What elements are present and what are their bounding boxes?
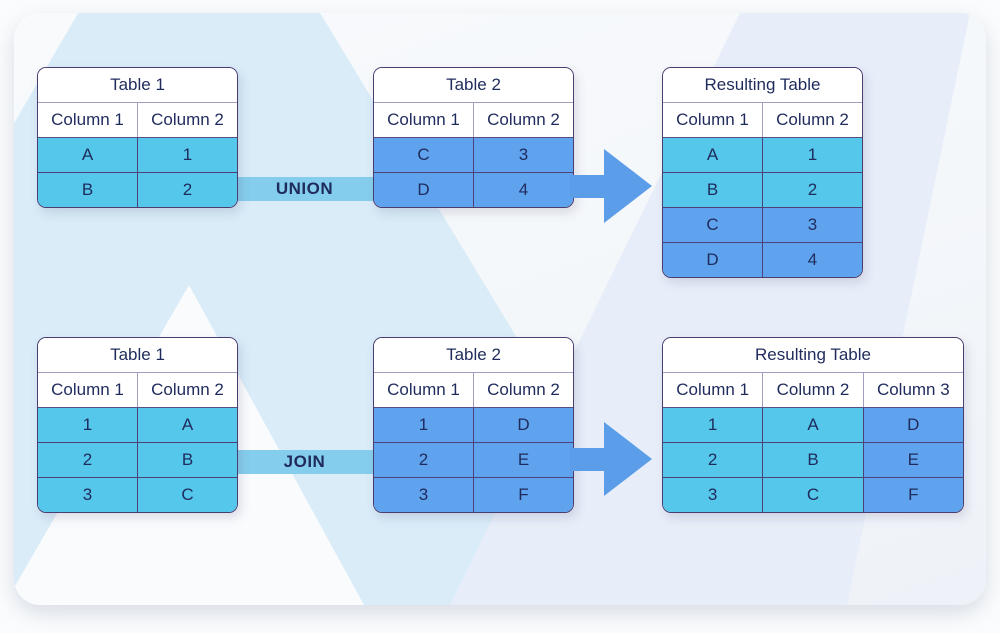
- table-cell: D: [862, 408, 963, 442]
- table-title: Table 2: [374, 338, 573, 373]
- table-title: Resulting Table: [663, 338, 963, 373]
- column-header: Column 1: [676, 380, 750, 399]
- column-header: Column 1: [387, 110, 460, 129]
- table-title: Resulting Table: [663, 68, 862, 103]
- table-cell: 3: [38, 478, 137, 512]
- join-label: JOIN: [283, 452, 326, 471]
- table-cell: 2: [762, 173, 862, 207]
- table-cell: A: [38, 138, 137, 172]
- table-title: Table 1: [38, 338, 237, 373]
- table-cell: F: [862, 478, 963, 512]
- table-cell: 2: [374, 443, 473, 477]
- column-header: Column 2: [137, 103, 237, 137]
- table-cell: A: [137, 408, 237, 442]
- table-cell: C: [374, 138, 473, 172]
- table-title: Table 2: [374, 68, 573, 103]
- column-header: Column 2: [473, 373, 573, 407]
- table-cell: C: [663, 208, 762, 242]
- table-cell: 1: [137, 138, 237, 172]
- table-cell: E: [862, 443, 963, 477]
- column-header: Column 1: [51, 380, 124, 399]
- join-arrow-right-icon: [570, 422, 652, 496]
- table-cell: D: [374, 173, 473, 207]
- column-header: Column 2: [137, 373, 237, 407]
- table-cell: 4: [473, 173, 573, 207]
- column-header: Column 2: [473, 103, 573, 137]
- table-header-row: Column 1 Column 2: [663, 103, 862, 138]
- table-cell: 3: [374, 478, 473, 512]
- table-cell: 2: [38, 443, 137, 477]
- table-header-row: Column 1 Column 2: [374, 373, 573, 408]
- table-cell: 1: [374, 408, 473, 442]
- column-header: Column 3: [862, 373, 963, 407]
- table-cell: 3: [762, 208, 862, 242]
- table-cell: 4: [762, 243, 862, 277]
- union-label: UNION: [275, 179, 334, 198]
- table-cell: D: [663, 243, 762, 277]
- table-cell: B: [38, 173, 137, 207]
- table-cell: 2: [137, 173, 237, 207]
- table-cell: F: [473, 478, 573, 512]
- union-arrow-right-icon: [570, 149, 652, 223]
- table-cell: C: [762, 478, 863, 512]
- table-header-row: Column 1 Column 2: [38, 373, 237, 408]
- table-cell: B: [762, 443, 863, 477]
- table-header-row: Column 1 Column 2: [374, 103, 573, 138]
- table-cell: D: [473, 408, 573, 442]
- table-cell: 1: [762, 138, 862, 172]
- table-cell: A: [663, 138, 762, 172]
- table-cell: 1: [38, 408, 137, 442]
- table-cell: B: [137, 443, 237, 477]
- table-title: Table 1: [38, 68, 237, 103]
- table-cell: A: [762, 408, 863, 442]
- table-cell: E: [473, 443, 573, 477]
- column-header: Column 2: [762, 103, 862, 137]
- table-cell: 3: [663, 478, 763, 512]
- table-cell: C: [137, 478, 237, 512]
- column-header: Column 1: [51, 110, 124, 129]
- column-header: Column 2: [762, 373, 862, 407]
- table-cell: 1: [663, 408, 763, 442]
- table-cell: 3: [473, 138, 573, 172]
- table-cell: 2: [663, 443, 763, 477]
- column-header: Column 1: [387, 380, 460, 399]
- table-cell: B: [663, 173, 762, 207]
- column-header: Column 1: [676, 110, 749, 129]
- table-header-row: Column 1 Column 2: [38, 103, 237, 138]
